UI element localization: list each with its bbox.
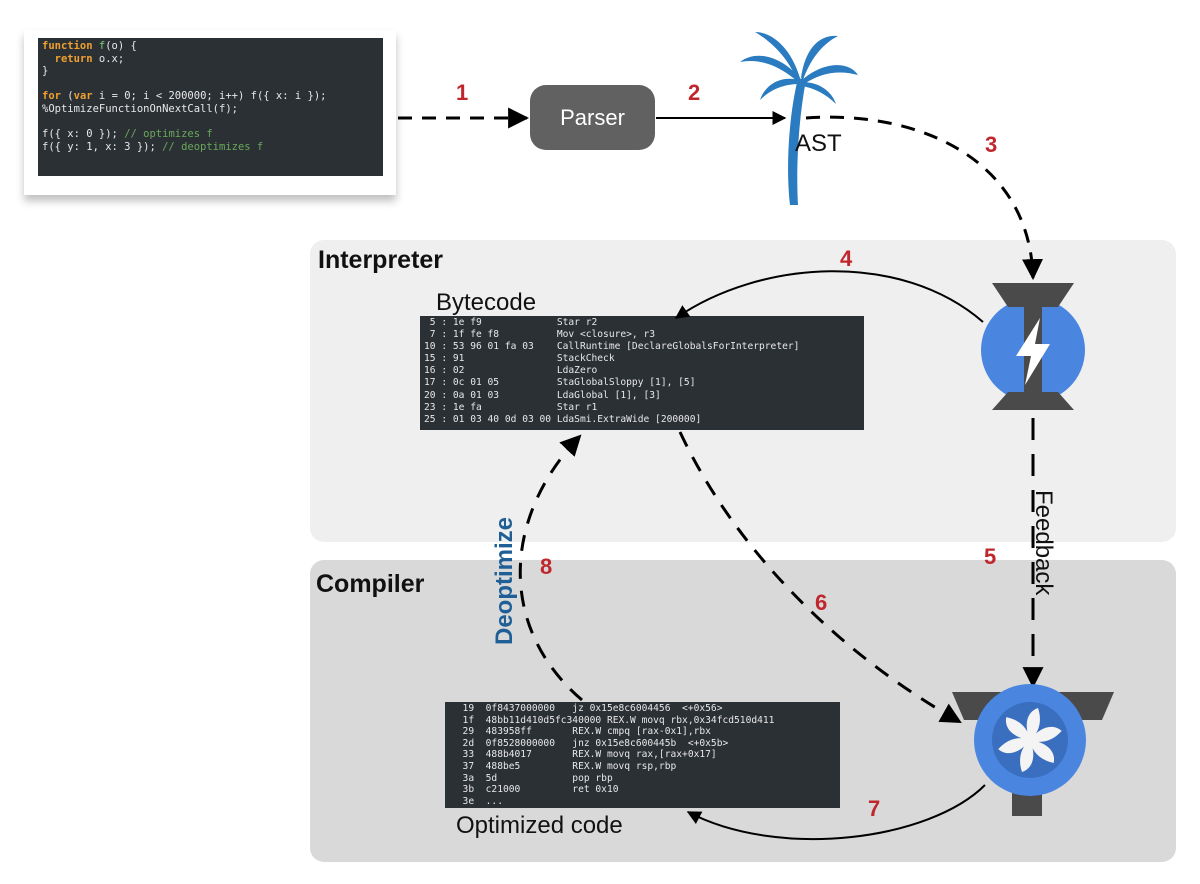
bytecode-line: 16 : 02 LdaZero <box>424 365 598 377</box>
code-token: (o) { <box>105 40 137 52</box>
code-token: ( <box>67 90 74 103</box>
parser-label: Parser <box>560 104 625 130</box>
bytecode-line: 15 : 91 StackCheck <box>424 353 615 365</box>
step-6: 6 <box>815 590 828 615</box>
palm-tree-icon <box>740 32 858 205</box>
code-token: o.x; <box>98 52 125 65</box>
code-token: // deoptimizes f <box>162 140 264 153</box>
arrow-7 <box>686 784 986 841</box>
code-token: // optimizes f <box>124 128 213 141</box>
optimized-code-line: 3b c21000 ret 0x10 <box>451 784 619 796</box>
step-7: 7 <box>868 796 881 821</box>
arrow-8 <box>518 434 583 702</box>
source-code-line: f({ x: 0 }); // optimizes f <box>42 128 379 141</box>
optimized-code-line: 19 0f8437000000 jz 0x15e8c6004456 <+0x56… <box>451 703 723 714</box>
arrow-6 <box>678 431 962 724</box>
code-token: var <box>73 90 99 103</box>
optimized-code-line: 37 488be5 REX.W movq rsp,rbp <box>451 760 677 772</box>
optimized-code-line: 29 483958ff REX.W cmpq [rax-0x1],rbx <box>451 726 711 738</box>
optimized-code-line: 33 488b4017 REX.W movq rax,[rax+0x17] <box>451 749 717 761</box>
code-token: f({ y: 1, x: 3 }); <box>42 140 163 153</box>
code-token: i = 0; i < 200000; i++) f({ x: i }); <box>98 90 327 103</box>
ignition-icon <box>981 283 1085 410</box>
parser-box: Parser <box>530 85 655 150</box>
step-1: 1 <box>456 80 469 105</box>
optimized-code-line: 2d 0f8528000000 jnz 0x15e8c600445b <+0x5… <box>451 737 729 749</box>
turbofan-icon <box>952 684 1114 816</box>
step-2: 2 <box>688 80 701 105</box>
step-3: 3 <box>985 132 998 157</box>
interpreter-title: Interpreter <box>318 246 444 274</box>
bytecode-line: 23 : 1e fa Star r1 <box>424 401 598 413</box>
step-8: 8 <box>540 554 553 579</box>
bytecode-line: 7 : 1f fe f8 Mov <closure>, r3 <box>424 329 656 341</box>
step-5: 5 <box>984 544 997 569</box>
bytecode-listing: 5 : 1e f9 Star r2 7 : 1f fe f8 Mov <clos… <box>420 316 864 430</box>
compiler-title: Compiler <box>316 570 425 598</box>
source-code-line: return o.x; <box>42 53 379 66</box>
code-token: f <box>98 40 106 52</box>
optimized-code-listing: 19 0f8437000000 jz 0x15e8c6004456 <+0x56… <box>445 702 840 808</box>
arrow-3 <box>805 115 1043 281</box>
optimized-code-label: Optimized code <box>456 812 623 839</box>
bytecode-line: 20 : 0a 01 03 LdaGlobal [1], [3] <box>424 389 661 401</box>
source-code-line: } <box>42 65 379 78</box>
bytecode-line: 25 : 01 03 40 0d 03 00 LdaSmi.ExtraWide … <box>424 413 702 425</box>
bytecode-label: Bytecode <box>436 289 537 316</box>
source-code-line: function f(o) { <box>42 40 379 53</box>
feedback-label: Feedback <box>1030 490 1057 596</box>
bytecode-line: 5 : 1e f9 Star r2 <box>424 317 598 328</box>
bytecode-line: 10 : 53 96 01 fa 03 CallRuntime [Declare… <box>424 341 800 353</box>
optimized-code-line: 1f 48bb11d410d5fc340000 REX.W movq rbx,0… <box>451 714 775 726</box>
source-code-line: for (var i = 0; i < 200000; i++) f({ x: … <box>42 90 379 103</box>
code-token: return <box>42 52 99 65</box>
optimized-code-line: 3a 5d pop rbp <box>451 772 613 784</box>
source-code-line: %OptimizeFunctionOnNextCall(f); <box>42 103 379 116</box>
bytecode-line: 17 : 0c 01 05 StaGlobalSloppy [1], [5] <box>424 377 696 389</box>
source-code-snippet: function f(o) { return o.x;} for (var i … <box>38 38 383 176</box>
arrow-4 <box>674 270 984 323</box>
ast-label: AST <box>795 130 842 157</box>
code-token: f({ x: 0 }); <box>42 128 125 141</box>
code-token: function <box>42 40 99 52</box>
optimized-code-line: 3e ... <box>451 795 503 807</box>
deoptimize-label: Deoptimize <box>491 517 518 645</box>
code-token: } <box>42 65 49 78</box>
source-code-line: f({ y: 1, x: 3 }); // deoptimizes f <box>42 141 379 154</box>
code-token: %OptimizeFunctionOnNextCall(f); <box>42 102 238 115</box>
step-4: 4 <box>840 246 853 271</box>
code-token: for <box>42 90 68 103</box>
